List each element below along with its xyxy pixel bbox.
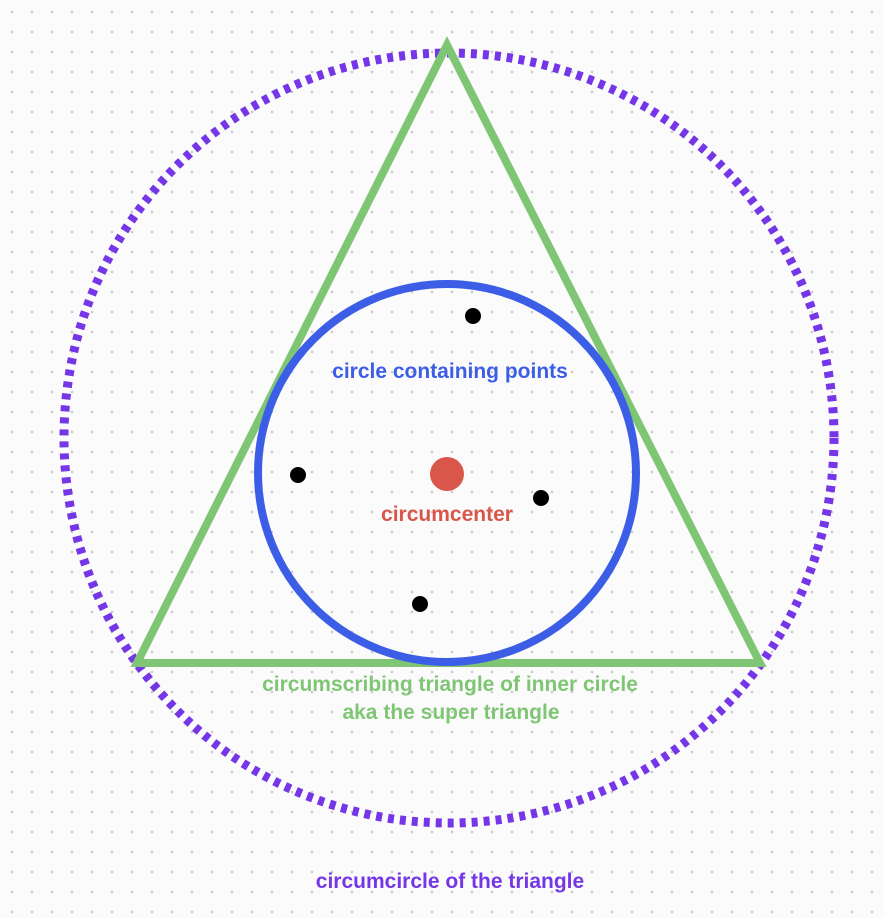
point — [465, 308, 481, 324]
point — [412, 596, 428, 612]
triangle-label-line2: aka the super triangle — [342, 701, 559, 724]
circumcenter-dot — [430, 457, 464, 491]
point — [290, 467, 306, 483]
inner-circle-label: circle containing points — [332, 360, 568, 383]
circumcenter-label: circumcenter — [381, 503, 513, 526]
super-triangle — [130, 36, 767, 667]
inner-circle — [254, 280, 640, 666]
triangle-label-line1: circumscribing triangle of inner circle — [262, 673, 638, 696]
point — [533, 490, 549, 506]
outer-circle-label: circumcircle of the triangle — [316, 870, 584, 893]
